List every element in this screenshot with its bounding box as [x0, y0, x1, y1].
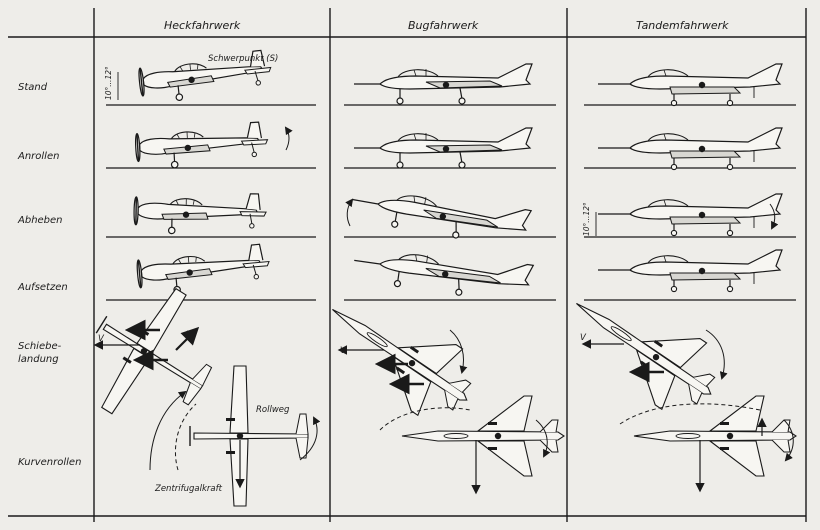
- row-label-stand: Stand: [18, 82, 48, 93]
- column-header-tandemfahrwerk: Tandemfahrwerk: [636, 19, 729, 32]
- tandem-gear-jet-aufsetzen: [597, 249, 783, 293]
- annotation-zentrifugalkraft: Zentrifugalkraft: [155, 484, 222, 494]
- row-label-anrollen: Anrollen: [18, 151, 60, 162]
- tail-gear-crosswind-landing: [63, 264, 240, 448]
- row-label-schiebelandung: Schiebe- landung: [18, 341, 62, 365]
- nose-gear-jet-anrollen: [353, 127, 533, 169]
- nose-gear-jet-aufsetzen: [350, 239, 534, 306]
- annotation-angle-tandem-gear: 10°...12°: [582, 202, 591, 236]
- row-label-kurvenrollen: Kurvenrollen: [18, 457, 82, 468]
- table-grid: [8, 8, 807, 522]
- tandem-gear-jet-anrollen: [597, 127, 783, 171]
- column-header-bugfahrwerk: Bugfahrwerk: [408, 19, 479, 32]
- annotation-v-col2: V: [340, 346, 346, 356]
- row-label-aufsetzen: Aufsetzen: [18, 282, 68, 293]
- annotation-v-col1: V: [98, 334, 104, 344]
- tandem-gear-taxi-turn: [633, 395, 797, 477]
- ground-lines: [106, 104, 796, 301]
- annotation-s-marker: S: [185, 330, 191, 340]
- column-header-heckfahrwerk: Heckfahrwerk: [164, 19, 241, 32]
- tandem-gear-crosswind-landing: [553, 269, 734, 428]
- tandem-gear-jet-stand: [597, 63, 783, 107]
- annotation-rollweg: Rollweg: [256, 405, 290, 415]
- annotation-v-col3: V: [580, 333, 586, 343]
- nose-gear-jet-abheben: [348, 179, 532, 251]
- nose-gear-taxi-turn: [401, 395, 565, 477]
- row-label-abheben: Abheben: [18, 215, 63, 226]
- annotation-schwerpunkt: Schwerpunkt (S): [208, 54, 279, 64]
- tandem-gear-jet-abheben: [597, 193, 783, 237]
- nose-gear-jet-stand: [353, 63, 533, 105]
- annotation-angle-tail-gear: 10°...12°: [104, 66, 113, 100]
- tail-gear-aircraft-aufsetzen: [135, 242, 272, 297]
- tail-gear-aircraft-anrollen: [134, 121, 270, 171]
- tail-gear-aircraft-abheben: [133, 191, 268, 236]
